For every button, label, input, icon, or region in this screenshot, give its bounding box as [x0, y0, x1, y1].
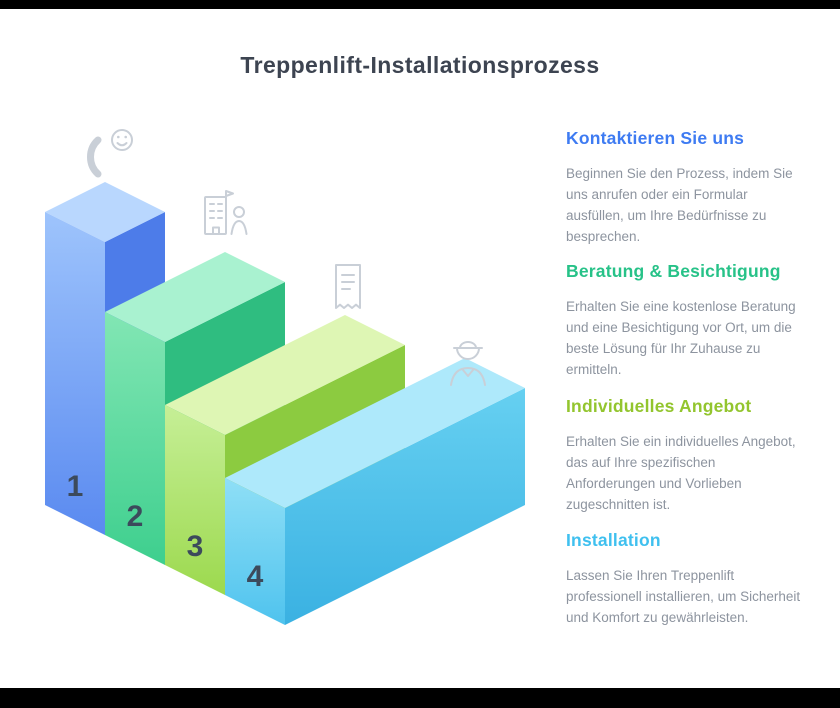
- technician-icon: [443, 331, 493, 392]
- step-section-installation: Installation Lassen Sie Ihren Treppenlif…: [566, 530, 806, 628]
- step-heading: Installation: [566, 530, 661, 550]
- step-2-number: 2: [127, 500, 144, 533]
- step-3-top-face: [165, 315, 405, 435]
- step-3-front-face: [165, 405, 225, 595]
- top-letterbox-bar: [0, 0, 840, 9]
- document-icon: [330, 262, 366, 319]
- step-section-quote: Individuelles Angebot Erhalten Sie ein i…: [566, 396, 806, 515]
- bottom-letterbox-bar: [0, 688, 840, 708]
- step-1-number: 1: [67, 470, 84, 503]
- step-3-number: 3: [187, 530, 204, 563]
- step-heading: Kontaktieren Sie uns: [566, 128, 745, 148]
- step-4-top-face: [225, 358, 525, 508]
- step-1-front-face: [45, 212, 105, 535]
- phone-smiley-icon: [82, 124, 140, 187]
- step-description: Erhalten Sie eine kostenlose Beratung un…: [566, 299, 796, 377]
- step-heading: Individuelles Angebot: [566, 396, 752, 416]
- step-description: Erhalten Sie ein individuelles Angebot, …: [566, 434, 796, 512]
- step-4-side-face: [285, 388, 525, 625]
- staircase-graphic: 1 2 3 4: [45, 182, 525, 625]
- step-4-front-face: [225, 478, 285, 625]
- step-2-top-face: [105, 252, 285, 342]
- step-description: Lassen Sie Ihren Treppenlift professione…: [566, 568, 801, 625]
- step-section-consultation: Beratung & Besichtigung Erhalten Sie ein…: [566, 261, 806, 380]
- page-title: Treppenlift-Installationsprozess: [240, 52, 600, 78]
- step-4-block: 4: [225, 358, 525, 625]
- step-heading: Beratung & Besichtigung: [566, 261, 781, 281]
- step-description: Beginnen Sie den Prozess, indem Sie uns …: [566, 166, 793, 244]
- step-section-contact: Kontaktieren Sie uns Beginnen Sie den Pr…: [566, 128, 806, 247]
- building-person-icon: [198, 184, 256, 247]
- step-4-number: 4: [247, 560, 264, 593]
- step-2-front-face: [105, 312, 165, 565]
